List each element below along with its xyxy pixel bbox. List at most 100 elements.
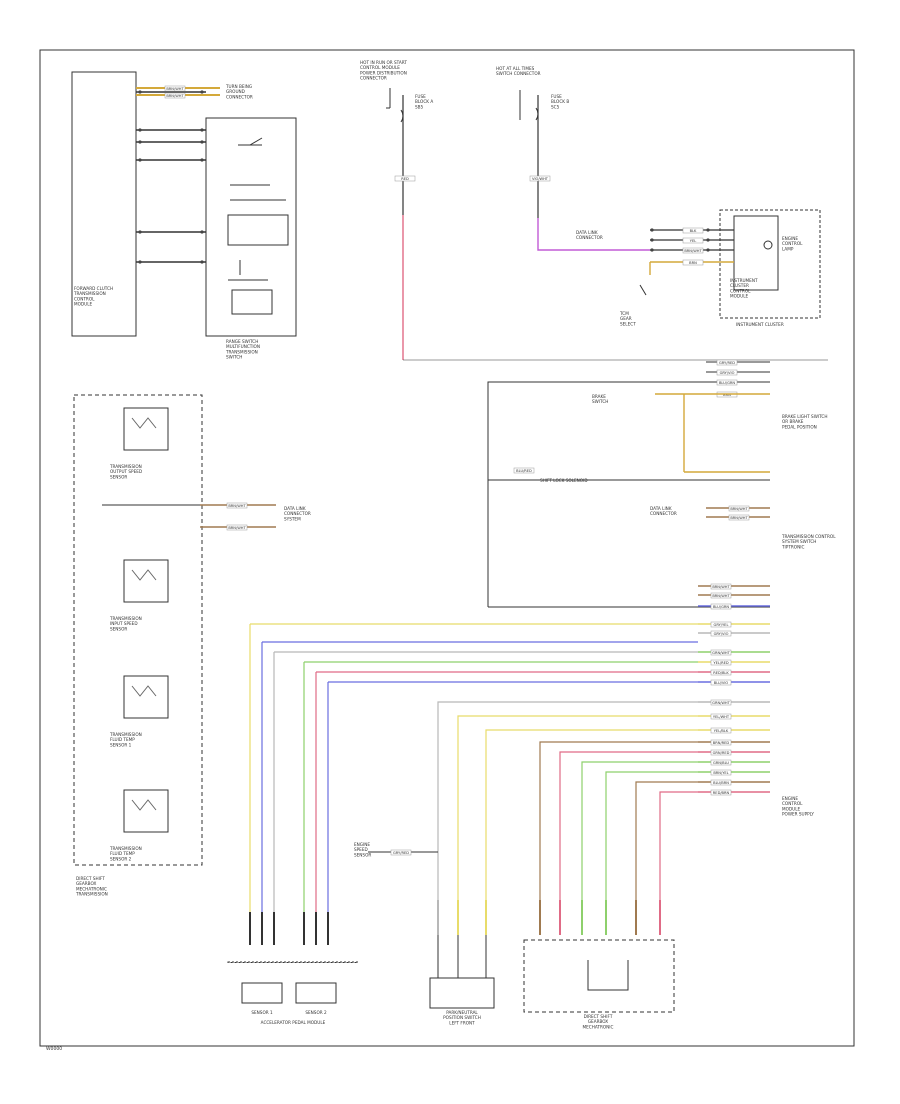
cluster-data-link-label: DATA LINK	[576, 230, 598, 235]
wire-code-tcm-lower: YEL/BLK	[714, 729, 729, 733]
speed-sensor-label-2: INPUT SPEED	[110, 621, 138, 626]
wire-code-cluster-4: BRN	[689, 261, 697, 265]
ecm-label: POWER SUPPLY	[782, 812, 814, 817]
cluster-detail-label: MODULE	[730, 294, 749, 299]
wire-code-ecm-top: GRY/RED	[719, 361, 735, 365]
left-group-label: FORWARD CLUTCH	[74, 286, 113, 291]
brake-light-label: BRAKE LIGHT SWITCH	[782, 414, 827, 419]
connector-pin	[200, 230, 204, 234]
wire-code-box	[710, 669, 732, 676]
wire-code-box	[529, 175, 551, 182]
cluster-switch-arm	[639, 284, 647, 296]
left-data-link-label: DATA LINK	[284, 506, 306, 511]
tcm-switch-label: SYSTEM SWITCH	[782, 539, 816, 544]
wire-code-box	[716, 379, 738, 386]
fuse-a-label: FUSE	[415, 94, 426, 99]
wire-code-cluster-2: YEL	[690, 239, 696, 243]
mechatronic-symbol	[587, 960, 629, 991]
fuse-b-label: FUSE	[551, 94, 562, 99]
wire-code-box	[716, 359, 738, 366]
wire-code-box	[682, 227, 704, 234]
wire-code-box	[710, 621, 732, 628]
sensor-symbol	[131, 569, 157, 581]
pedal-module-top	[227, 961, 359, 963]
speed-sensor-label-3: SENSOR 1	[110, 742, 132, 747]
speed-sensor-label-3: TRANSMISSION	[109, 732, 142, 737]
wire-code-top-left-1: BRN/WHT	[166, 87, 184, 91]
wire-code-box	[682, 247, 704, 254]
hot-at-all-times-label: SWITCH CONNECTOR	[496, 71, 541, 76]
data-link-label: DATA LINK	[650, 506, 672, 511]
wire-code-tcm-lower: BLU/BRN	[713, 781, 729, 785]
hot-run-start-label: CONTROL MODULE	[360, 65, 400, 70]
mechatronic-label: DIRECT SHIFT	[584, 1014, 613, 1019]
connector-pin	[138, 128, 142, 132]
engine-speed-label: SPEED	[354, 847, 368, 852]
wire-code-box	[164, 85, 186, 92]
hot-run-start-label: HOT IN RUN OR START	[360, 60, 407, 65]
wire-code-box	[226, 524, 248, 531]
range-switch-inner-2	[231, 289, 273, 315]
wire-code-box	[710, 699, 732, 706]
wire-code-box	[710, 779, 732, 786]
wire-code-tcm-lower: BRN/YEL	[713, 771, 728, 775]
tcm-switch-label: TIPTRONIC	[781, 544, 804, 549]
range-switch-label: SWITCH	[226, 355, 242, 360]
cluster-switch-label: GEAR	[620, 316, 632, 321]
connector-pin	[200, 140, 204, 144]
data-link-label: CONNECTOR	[650, 511, 677, 516]
accel-pedal-label: ACCELERATOR PEDAL MODULE	[261, 1020, 326, 1025]
speed-sensor-label-2: TRANSMISSION	[109, 616, 142, 621]
fuse-a-element	[400, 109, 404, 123]
speed-sensor-1	[123, 407, 169, 451]
connector-pin	[138, 90, 142, 94]
wire-code-ecm-top: BRN	[723, 393, 731, 397]
wire-code-box	[394, 175, 416, 182]
range-switch-box	[205, 117, 297, 337]
connector-pin	[138, 230, 142, 234]
connector-pin	[706, 238, 710, 242]
direct-shift-left-label: DIRECT SHIFT	[76, 876, 105, 881]
left-data-link-label: CONNECTOR	[284, 511, 311, 516]
connector-pin	[200, 90, 204, 94]
wire-code-box	[390, 849, 412, 856]
hot-at-all-times-label: HOT AT ALL TIMES	[496, 66, 535, 71]
wire-code-box	[710, 749, 732, 756]
wire-code-box	[710, 759, 732, 766]
speed-sensor-3	[123, 675, 169, 719]
pedal-sensor-f-label: SENSOR 2	[305, 1010, 327, 1015]
park-switch-label: POSITION SWITCH	[443, 1015, 481, 1020]
park-switch-label: PARK/NEUTRAL	[446, 1010, 478, 1015]
hot-run-start-label: CONNECTOR	[360, 76, 387, 81]
footer-code: W0000	[46, 1046, 62, 1052]
cluster-detail-label: CLUSTER	[730, 283, 749, 288]
engine-speed-label: SENSOR	[354, 852, 371, 857]
wire-code-tcm-lower: YEL/WHT	[713, 715, 730, 719]
lower-harness-wire	[539, 741, 698, 900]
speed-sensor-2	[123, 559, 169, 603]
wire-code-tcm-right: YEL/RED	[713, 661, 728, 665]
fuse-a-label: BLOCK A	[415, 99, 433, 104]
speed-sensor-label-1: SENSOR	[110, 474, 127, 479]
wire-code-fuse-b: VIO/WHT	[532, 177, 549, 181]
brake-switch-label: SWITCH	[592, 399, 608, 404]
connector-pin	[650, 228, 654, 232]
park-switch-label: LEFT FRONT	[449, 1020, 475, 1025]
wire-code-tcm-lower: BRN/RED	[713, 741, 730, 745]
wire-code-box	[728, 505, 750, 512]
engine-speed-label: ENGINE	[354, 842, 370, 847]
gear-selector-label: TURN BEING	[225, 84, 252, 89]
pedal-sensor-f	[295, 982, 337, 1004]
wire-code-box	[513, 467, 535, 474]
speed-sensor-4	[123, 789, 169, 833]
left-group-label: CONTROL	[74, 296, 95, 301]
mechatronic-label: MECHATRONIC	[583, 1024, 614, 1029]
tcm-switch-label: TRANSMISSION CONTROL	[781, 534, 836, 539]
cluster-bulb-label: ENGINE	[782, 236, 798, 241]
pedal-sensor-g	[241, 982, 283, 1004]
wire-code-dl-1: BRN/WHT	[730, 507, 748, 511]
wire-code-box	[710, 592, 732, 599]
cluster-bulb	[763, 240, 773, 250]
speed-sensor-label-1: OUTPUT SPEED	[110, 469, 142, 474]
